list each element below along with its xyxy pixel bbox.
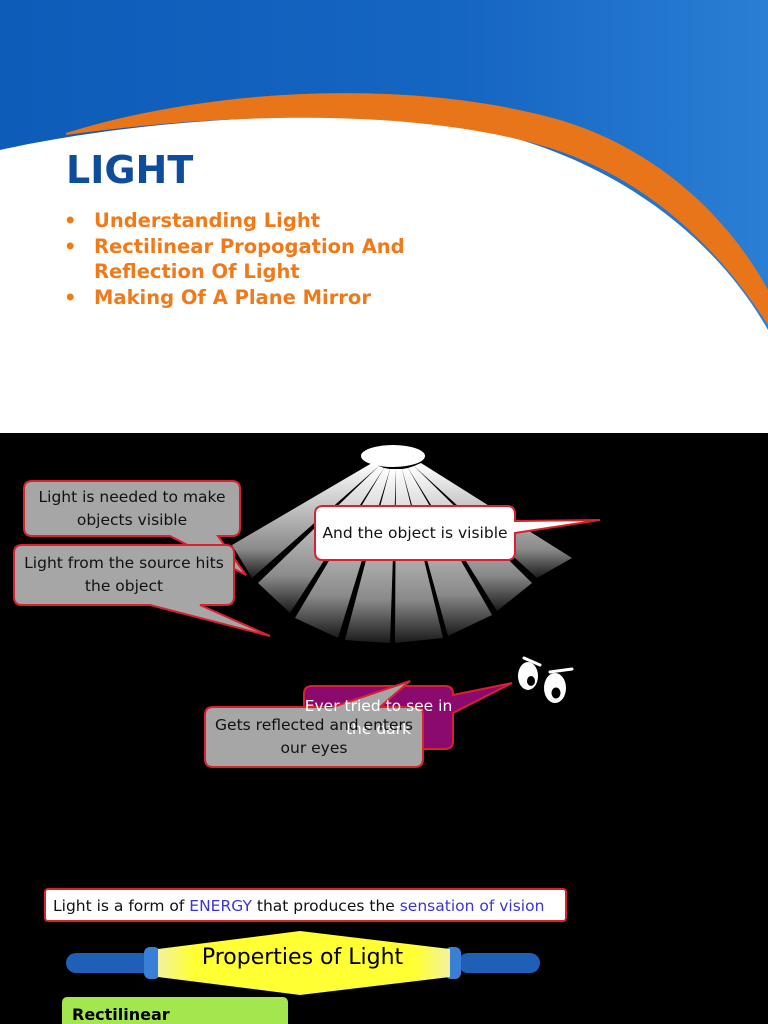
bullet-list: Understanding Light Rectilinear Propogat… bbox=[62, 208, 482, 310]
title-slide: LIGHT Understanding Light Rectilinear Pr… bbox=[0, 0, 768, 330]
slide-title: LIGHT bbox=[66, 148, 194, 192]
slide-gap bbox=[0, 330, 768, 433]
callout-source: Light from the source hits the object bbox=[24, 554, 224, 595]
callout-visible: And the object is visible bbox=[322, 523, 508, 542]
bullet-item: Rectilinear Propogation And Reflection O… bbox=[62, 234, 482, 285]
definition-middle: that produces the bbox=[251, 897, 400, 915]
callout-needed: Light is needed to make objects visible bbox=[38, 487, 226, 529]
property-item-box bbox=[62, 997, 288, 1024]
bullet-item: Understanding Light bbox=[62, 208, 482, 234]
light-slide: Light is needed to make objects visible … bbox=[0, 433, 768, 1024]
properties-label: Properties of Light bbox=[201, 945, 404, 970]
definition-prefix: Light is a form of bbox=[53, 897, 190, 915]
blue-swoosh bbox=[0, 0, 768, 330]
callout-source-shape bbox=[13, 544, 271, 637]
orange-swoosh bbox=[66, 93, 768, 325]
eyes-icon bbox=[518, 656, 574, 703]
light-scene bbox=[13, 445, 601, 995]
callout-reflected-shape bbox=[204, 680, 424, 768]
callout-dark: Ever tried to see in the dark bbox=[304, 696, 453, 738]
sensation-keyword: sensation of vision bbox=[399, 897, 545, 915]
bullet-item: Making Of A Plane Mirror bbox=[62, 285, 482, 311]
header-swoosh bbox=[0, 0, 768, 330]
callout-visible-shape bbox=[314, 505, 601, 561]
property-item-label: Rectilinear bbox=[72, 1005, 170, 1024]
energy-keyword: ENERGY bbox=[189, 897, 252, 915]
light-source bbox=[361, 445, 425, 467]
definition-text: Light is a form of ENERGY that produces … bbox=[53, 894, 553, 918]
callout-reflected: Gets reflected and enters our eyes bbox=[215, 716, 413, 757]
properties-banner bbox=[66, 931, 540, 995]
definition-box bbox=[44, 888, 567, 922]
